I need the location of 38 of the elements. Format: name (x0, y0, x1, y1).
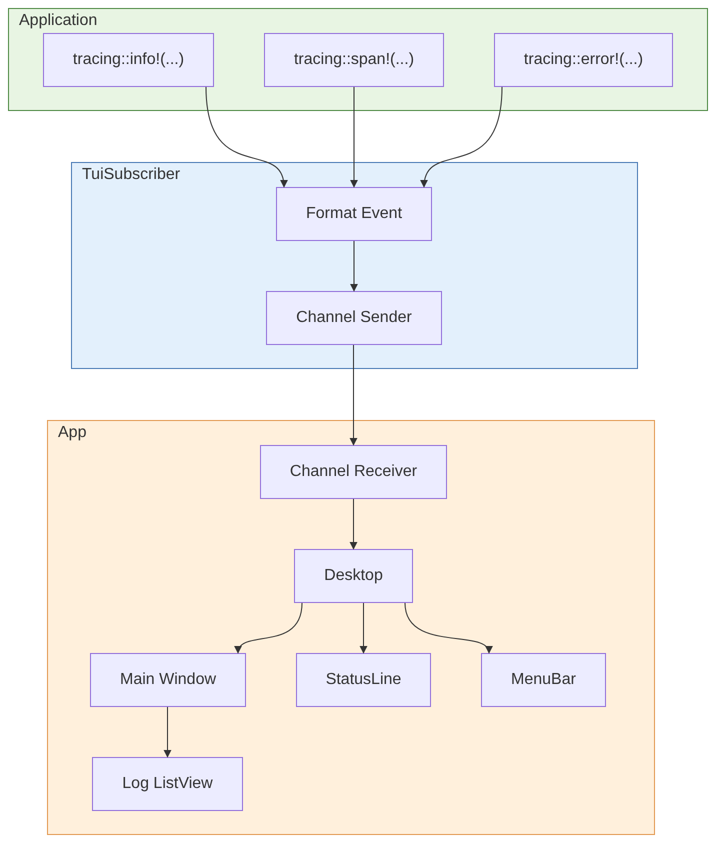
box-label: Desktop (324, 567, 383, 585)
box-label: Main Window (120, 671, 216, 689)
process-box (260, 445, 447, 499)
box-label: tracing::error!(...) (524, 51, 644, 69)
box-label: Log ListView (122, 775, 213, 793)
group-container (47, 420, 655, 835)
arrow (350, 344, 358, 446)
box-label: Channel Receiver (290, 463, 418, 481)
box-label: tracing::info!(...) (72, 51, 184, 69)
group-container (71, 162, 638, 369)
process-box (43, 33, 214, 87)
group-container (8, 8, 708, 111)
arrow (236, 602, 302, 654)
process-box (481, 653, 606, 707)
box-label: StatusLine (326, 671, 402, 689)
process-box (276, 187, 432, 241)
arrow (350, 86, 358, 188)
box-label: tracing::span!(...) (294, 51, 414, 69)
group-title: TuiSubscriber (82, 166, 180, 184)
process-box (296, 653, 431, 707)
group-title: App (58, 424, 86, 442)
arrow (421, 86, 502, 188)
process-box (90, 653, 246, 707)
box-label: Format Event (306, 205, 402, 223)
arrow (360, 602, 368, 654)
process-box (264, 33, 444, 87)
box-label: Channel Sender (296, 309, 412, 327)
arrow (350, 498, 358, 550)
arrow (206, 86, 287, 188)
arrow (350, 240, 358, 292)
arrow (404, 602, 491, 654)
process-box (294, 549, 413, 603)
process-box (92, 757, 243, 811)
box-label: MenuBar (511, 671, 576, 689)
group-title: Application (19, 12, 98, 30)
arrow (164, 706, 172, 758)
process-box (494, 33, 673, 87)
process-box (266, 291, 442, 345)
